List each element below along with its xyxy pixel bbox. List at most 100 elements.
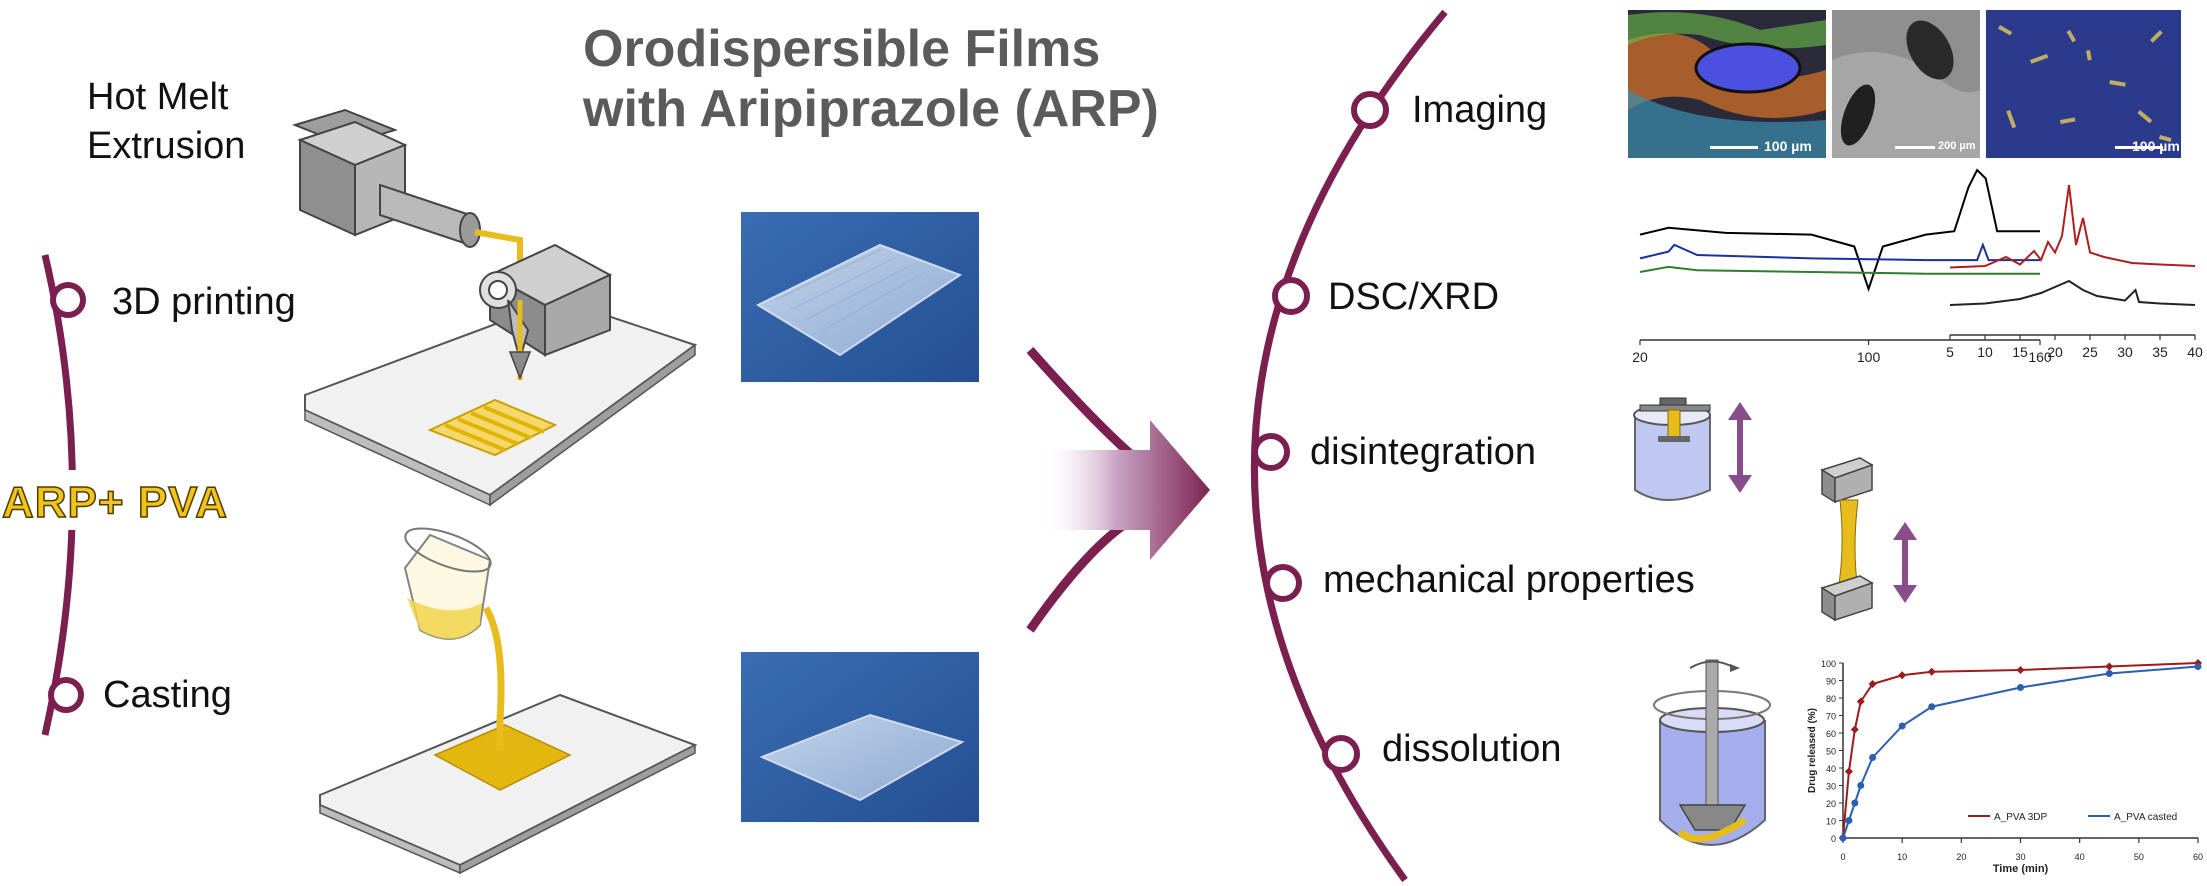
x-tick-label: 20 bbox=[2047, 344, 2063, 360]
hot-melt-extruder-icon bbox=[291, 108, 698, 507]
node-mechanical bbox=[1264, 564, 1302, 602]
series-line-1 bbox=[1842, 665, 2199, 839]
node-3d-printing bbox=[50, 282, 86, 318]
data-point bbox=[1845, 817, 1853, 824]
y-tick-label: 40 bbox=[1826, 764, 1836, 774]
x-tick-label: 25 bbox=[2082, 344, 2098, 360]
label-dsc-xrd: DSC/XRD bbox=[1328, 276, 1500, 318]
x-tick-label: 35 bbox=[2152, 344, 2168, 360]
arc-gap-mask bbox=[0, 470, 200, 530]
y-tick-label: 50 bbox=[1826, 747, 1836, 757]
scale-label-2: 200 µm bbox=[1938, 140, 1976, 152]
title-line-1: Orodispersible Films bbox=[583, 20, 1101, 78]
scale-label-1: 100 µm bbox=[1764, 138, 1812, 154]
photo-3dp-film bbox=[741, 212, 979, 382]
data-point bbox=[1839, 834, 1847, 842]
series-line-1 bbox=[1639, 241, 2040, 262]
data-point bbox=[2194, 663, 2202, 670]
double-arrow-icon bbox=[1728, 402, 1752, 493]
x-tick-label: 0 bbox=[1840, 852, 1845, 862]
legend-label: A_PVA 3DP bbox=[1994, 812, 2048, 823]
data-point bbox=[1869, 754, 1877, 761]
data-point bbox=[2105, 670, 2113, 677]
y-tick-label: 0 bbox=[1831, 834, 1836, 844]
node-disintegration bbox=[1252, 433, 1290, 471]
y-tick-label: 70 bbox=[1826, 712, 1836, 722]
series-line-0 bbox=[1842, 662, 2199, 839]
node-imaging bbox=[1351, 91, 1389, 129]
x-tick-label: 50 bbox=[2134, 852, 2144, 862]
node-dsc bbox=[1272, 277, 1310, 315]
label-hot-melt-2: Extrusion bbox=[87, 125, 246, 167]
cast-film bbox=[433, 724, 572, 791]
micrograph-polarized bbox=[1628, 10, 1826, 158]
double-arrow-icon bbox=[1893, 522, 1917, 603]
xrd-chart: 5 10 15 20 25 30 35 40 bbox=[1946, 184, 2203, 360]
label-imaging: Imaging bbox=[1412, 89, 1548, 131]
data-point bbox=[2016, 666, 2025, 674]
x-tick-label: 30 bbox=[2015, 852, 2025, 862]
data-point bbox=[1928, 703, 1936, 711]
disintegration-basket-icon bbox=[1633, 397, 1711, 501]
legend-label: A_PVA casted bbox=[2114, 812, 2177, 823]
label-hot-melt-1: Hot Melt bbox=[87, 76, 229, 118]
photo-cast-film bbox=[741, 652, 979, 822]
data-point bbox=[1857, 782, 1865, 789]
x-tick-label: 10 bbox=[1977, 344, 1993, 360]
micrograph-confocal bbox=[1986, 10, 2181, 158]
data-point bbox=[2017, 684, 2024, 691]
label-arp-pva: ARP+ PVA bbox=[1, 477, 229, 528]
x-tick-label: 40 bbox=[2075, 852, 2085, 862]
x-tick-label: 30 bbox=[2117, 344, 2133, 360]
x-tick-label: 20 bbox=[1632, 349, 1648, 365]
y-axis-label: Drug released (%) bbox=[1807, 708, 1818, 793]
scale-label-3: 100 µm bbox=[2132, 138, 2180, 154]
data-point bbox=[1868, 680, 1877, 688]
y-tick-label: 90 bbox=[1826, 677, 1836, 687]
label-casting: Casting bbox=[103, 674, 232, 716]
x-tick-label: 40 bbox=[2187, 344, 2203, 360]
title-line-2: with Aripiprazole (ARP) bbox=[583, 80, 1159, 138]
3d-printed-film bbox=[427, 398, 558, 457]
series-line-1 bbox=[1949, 279, 2196, 306]
3d-printer-nozzle-icon bbox=[479, 243, 613, 381]
x-tick-label: 160 bbox=[2028, 349, 2052, 365]
series-line-0 bbox=[1949, 184, 2196, 269]
data-point bbox=[1851, 799, 1859, 807]
y-tick-label: 20 bbox=[1826, 799, 1836, 809]
x-tick-label: 100 bbox=[1857, 349, 1881, 365]
data-point bbox=[1850, 725, 1859, 734]
data-point bbox=[2105, 662, 2114, 671]
node-casting bbox=[48, 677, 84, 713]
series-line-0 bbox=[1639, 168, 2040, 293]
dissolution-chart: 0 10 20 30 40 50 60 0 10 20 30 40 50 60 70 80 90 100Time … bbox=[1807, 659, 2203, 875]
x-tick-label: 20 bbox=[1956, 852, 1966, 862]
tensile-clamp-icon bbox=[1820, 457, 1874, 622]
data-point bbox=[1927, 667, 1936, 676]
dissolution-vessel-icon bbox=[1653, 659, 1771, 846]
data-point bbox=[1844, 767, 1853, 776]
x-axis-label: Time (min) bbox=[1993, 863, 2049, 875]
label-dissolution: dissolution bbox=[1382, 728, 1562, 770]
node-dissolution bbox=[1322, 735, 1360, 773]
data-point bbox=[1898, 722, 1906, 730]
y-tick-label: 80 bbox=[1826, 694, 1836, 704]
x-tick-label: 15 bbox=[2012, 344, 2028, 360]
x-tick-label: 5 bbox=[1946, 344, 1954, 360]
y-tick-label: 10 bbox=[1826, 817, 1836, 827]
data-point bbox=[1898, 671, 1907, 680]
series-line-2 bbox=[1639, 265, 2040, 275]
beaker-pour-icon bbox=[319, 527, 698, 875]
label-3d-printing: 3D printing bbox=[112, 281, 296, 323]
y-tick-label: 100 bbox=[1821, 659, 1836, 669]
dsc-chart: 20 100 160 bbox=[1632, 168, 2052, 365]
x-tick-label: 10 bbox=[1897, 852, 1907, 862]
label-mechanical: mechanical properties bbox=[1323, 559, 1695, 601]
micrograph-sem bbox=[1832, 10, 1980, 158]
y-tick-label: 30 bbox=[1826, 782, 1836, 792]
converging-arrow bbox=[1026, 347, 1210, 633]
y-tick-label: 60 bbox=[1826, 729, 1836, 739]
x-tick-label: 60 bbox=[2193, 852, 2203, 862]
